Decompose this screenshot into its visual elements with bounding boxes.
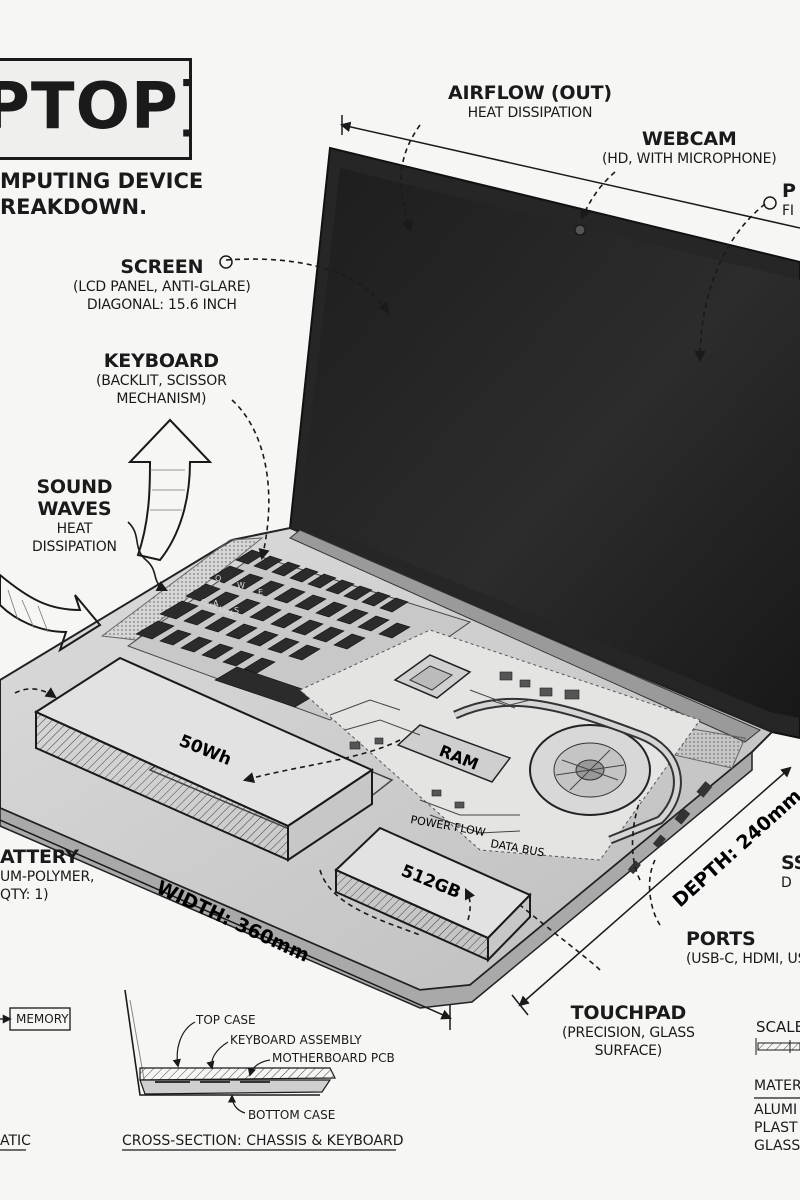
airflow-sub: HEAT DISSIPATION bbox=[467, 105, 593, 121]
battery-label: ATTERY UM-POLYMER, QTY: 1) bbox=[0, 846, 94, 904]
ports-label: PORTS (USB-C, HDMI, USB-A bbox=[686, 928, 800, 968]
sound-sub-2: DISSIPATION bbox=[32, 539, 117, 555]
sound-waves-label: SOUND WAVES HEAT DISSIPATION bbox=[32, 476, 117, 556]
subtitle-line-2: REAKDOWN. bbox=[0, 195, 148, 219]
airflow-title: AIRFLOW (OUT) bbox=[448, 82, 612, 104]
ports-sub: (USB-C, HDMI, USB-A bbox=[686, 951, 800, 967]
keyboard-assembly-label: KEYBOARD ASSEMBLY bbox=[230, 1033, 362, 1047]
key-w: W bbox=[237, 581, 245, 590]
ssd-label: SS D bbox=[781, 852, 800, 892]
webcam-sub: (HD, WITH MICROPHONE) bbox=[602, 151, 777, 167]
bottom-case-label: BOTTOM CASE bbox=[248, 1108, 336, 1122]
screen-sub-2: DIAGONAL: 15.6 INCH bbox=[86, 297, 237, 313]
ram-module bbox=[396, 724, 512, 783]
memory-box-label: MEMORY bbox=[16, 1012, 69, 1026]
airflow-up-arrow bbox=[127, 418, 213, 562]
dimension-lines bbox=[0, 115, 800, 1030]
laptop-lid bbox=[288, 146, 800, 740]
sound-title-1: SOUND bbox=[36, 476, 113, 498]
subtitle: MPUTING DEVICE REAKDOWN. bbox=[0, 168, 203, 220]
power-label: P FI bbox=[782, 180, 796, 220]
page-title: PTOP] bbox=[0, 70, 189, 144]
sound-sub-1: HEAT bbox=[56, 521, 93, 537]
memory-box bbox=[0, 1007, 71, 1031]
keyboard-sub-1: (BACKLIT, SCISSOR bbox=[96, 373, 227, 389]
hinge bbox=[289, 529, 761, 743]
touchpad-sub-1: (PRECISION, GLASS bbox=[562, 1025, 695, 1041]
screen-title: SCREEN bbox=[120, 256, 204, 278]
webcam-lens bbox=[574, 224, 586, 236]
battery-sub-1: UM-POLYMER, bbox=[0, 869, 95, 885]
webcam-title: WEBCAM bbox=[641, 128, 737, 150]
battery-sub-2: QTY: 1) bbox=[0, 887, 49, 903]
battery-block bbox=[33, 656, 375, 862]
keyboard-title: KEYBOARD bbox=[103, 350, 219, 372]
scale-bar bbox=[755, 1038, 800, 1055]
power-sub: FI bbox=[782, 203, 794, 219]
ports-title: PORTS bbox=[686, 928, 756, 950]
touchpad-label: TOUCHPAD (PRECISION, GLASS SURFACE) bbox=[562, 1002, 695, 1060]
key-e: E bbox=[258, 588, 263, 597]
battery-title: ATTERY bbox=[0, 846, 79, 868]
atic-caption: ATIC bbox=[0, 1133, 31, 1149]
touchpad-title: TOUCHPAD bbox=[570, 1002, 687, 1024]
scale-label: SCALE bbox=[756, 1018, 800, 1036]
key-s: S bbox=[234, 606, 239, 615]
keyboard-sub-2: MECHANISM) bbox=[116, 391, 207, 407]
sound-title-2: WAVES bbox=[37, 498, 112, 520]
cross-section-caption: CROSS-SECTION: CHASSIS & KEYBOARD bbox=[122, 1133, 404, 1149]
ssd-title: SS bbox=[781, 852, 800, 874]
top-case-label: TOP CASE bbox=[196, 1013, 256, 1027]
touchpad-sub-2: SURFACE) bbox=[594, 1043, 663, 1059]
material-item: GLASS bbox=[754, 1138, 800, 1154]
ssd-sub: D bbox=[781, 875, 792, 891]
key-a: A bbox=[213, 599, 219, 608]
subtitle-line-1: MPUTING DEVICE bbox=[0, 169, 204, 193]
screen-sub-1: (LCD PANEL, ANTI-GLARE) bbox=[73, 279, 251, 295]
material-item: ALUMI bbox=[754, 1102, 798, 1118]
keyboard-label: KEYBOARD (BACKLIT, SCISSOR MECHANISM) bbox=[96, 350, 227, 408]
motherboard-label: MOTHERBOARD PCB bbox=[272, 1051, 395, 1065]
screen-label: SCREEN (LCD PANEL, ANTI-GLARE) DIAGONAL:… bbox=[73, 256, 251, 314]
title-box: PTOP] bbox=[0, 58, 192, 160]
speaker-grill-left bbox=[100, 537, 264, 641]
power-title: P bbox=[782, 180, 796, 202]
webcam-label: WEBCAM (HD, WITH MICROPHONE) bbox=[602, 128, 777, 168]
airflow-label: AIRFLOW (OUT) HEAT DISSIPATION bbox=[448, 82, 612, 122]
screen-display bbox=[300, 168, 800, 718]
material-item: PLAST bbox=[754, 1120, 798, 1136]
cross-section-diagram bbox=[124, 989, 336, 1114]
key-q: Q bbox=[215, 574, 221, 583]
airflow-in-arrow bbox=[0, 573, 102, 653]
materials-title: MATER bbox=[754, 1078, 800, 1094]
